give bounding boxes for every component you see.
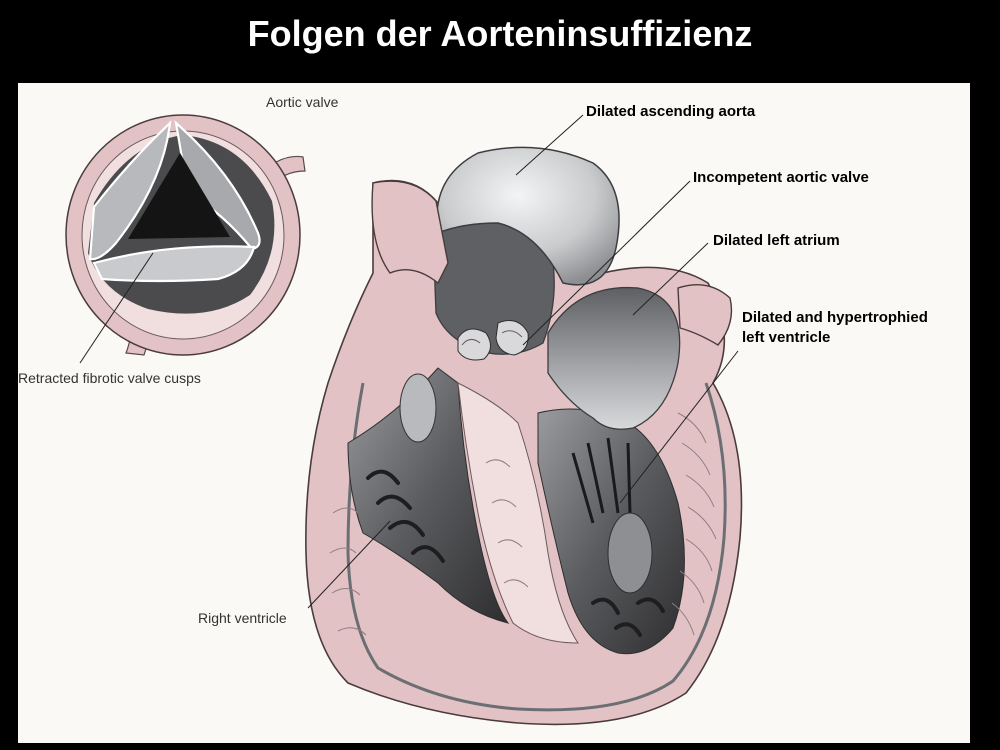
valve-cusp-right xyxy=(174,120,261,251)
pulmonary-trunk xyxy=(371,180,449,285)
heart-inner-lining xyxy=(346,382,727,712)
right-ventricle-cavity xyxy=(347,367,510,624)
left-ventricle-trabeculae xyxy=(591,597,665,637)
label-aortic-valve: Aortic valve xyxy=(266,94,339,110)
leader-dilated-atrium xyxy=(632,242,709,316)
label-dilated-lv-line2: left ventricle xyxy=(742,329,831,346)
heart-section xyxy=(305,146,743,726)
myocardium-striations xyxy=(329,412,717,636)
leader-right-ventricle xyxy=(307,520,391,609)
leader-retracted-cusps xyxy=(79,252,154,364)
right-ventricle-trabeculae xyxy=(366,469,445,563)
label-retracted-cusps: Retracted fibrotic valve cusps xyxy=(18,370,201,386)
papillary-muscle-right xyxy=(399,373,437,443)
left-ventricle-chordae xyxy=(571,437,632,524)
leader-dilated-aorta xyxy=(515,114,584,176)
valve-cusp-left xyxy=(88,120,172,261)
aortic-valve-inset xyxy=(65,114,306,356)
heart-illustration xyxy=(65,114,743,726)
section-aortic-valve xyxy=(457,320,529,361)
ascending-aorta xyxy=(436,146,620,286)
label-incompetent-valve: Incompetent aortic valve xyxy=(693,169,869,186)
pulmonary-vein xyxy=(677,284,733,346)
figure-panel: Aortic valve Retracted fibrotic valve cu… xyxy=(18,83,970,743)
label-dilated-lv-line1: Dilated and hypertrophied xyxy=(742,309,928,326)
valve-orifice xyxy=(128,153,230,239)
papillary-muscle-left xyxy=(607,512,653,594)
interventricular-septum xyxy=(457,382,579,644)
left-atrium xyxy=(547,286,681,430)
leader-incompetent-valve xyxy=(522,180,691,346)
valve-cusp-bottom xyxy=(92,245,256,283)
label-dilated-atrium: Dilated left atrium xyxy=(713,232,840,249)
label-dilated-aorta: Dilated ascending aorta xyxy=(586,103,756,120)
slide-title: Folgen der Aorteninsuffizienz xyxy=(247,13,753,54)
leader-dilated-lv xyxy=(619,350,739,504)
label-right-ventricle: Right ventricle xyxy=(198,610,287,626)
leader-lines xyxy=(79,114,739,609)
